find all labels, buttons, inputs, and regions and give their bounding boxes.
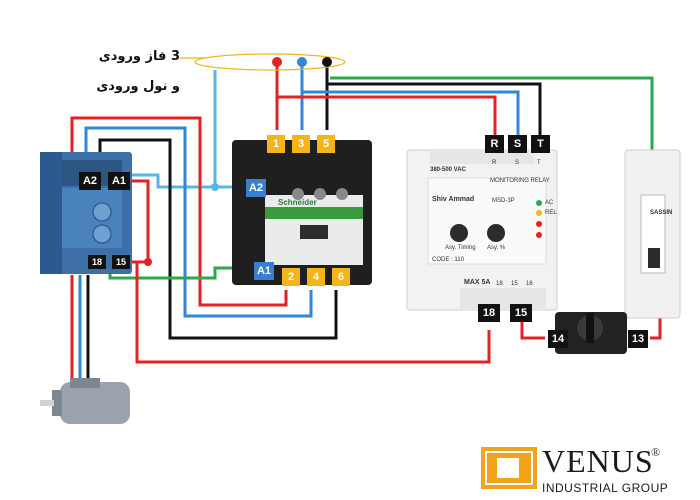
contactor-terminal-4: 4	[307, 268, 325, 286]
monitor-output-18: 18	[478, 304, 500, 322]
monitor-terminal-r: R	[485, 135, 504, 153]
breaker-brand: SASSIN	[650, 210, 673, 216]
caption-line-1: 3 فاز ورودی	[98, 49, 180, 64]
selector-terminal-13: 13	[628, 330, 648, 348]
timer-terminal-a1: A1	[108, 172, 130, 190]
monitor-max: MAX 5A	[464, 279, 491, 286]
monitor-contact-15: 15	[511, 281, 518, 287]
selector-terminal-14: 14	[548, 330, 568, 348]
contactor-terminal-5: 5	[317, 135, 335, 153]
input-bundle-ring	[194, 53, 346, 71]
contactor-terminal-2: 2	[282, 268, 300, 286]
monitor-knob-left-label: Asy. Timing	[445, 245, 476, 251]
contactor-terminal-3: 3	[292, 135, 310, 153]
monitor-terminal-t: T	[531, 135, 550, 153]
monitor-contact-18: 18	[496, 281, 503, 287]
monitor-voltage: 380-500 VAC	[430, 167, 466, 173]
contactor-coil-a2: A2	[246, 179, 266, 197]
monitor-led-rel: REL	[545, 210, 557, 216]
monitor-contact-16: 16	[526, 281, 533, 287]
caption-line-2: و نول ورودی	[96, 79, 180, 94]
company-name: VENUS	[542, 443, 654, 479]
monitor-knob-right-label: Asy. %	[487, 245, 506, 251]
contactor-coil-a1: A1	[254, 262, 274, 280]
contactor-terminal-1: 1	[267, 135, 285, 153]
input-caption: 3 فاز ورودی و نول ورودی	[70, 42, 180, 108]
company-mark: ®	[651, 445, 661, 459]
company-subtitle: INDUSTRIAL GROUP	[542, 481, 669, 495]
monitor-phase-s: S	[515, 160, 520, 166]
timer-terminal-15: 15	[112, 255, 130, 269]
contactor-terminal-6: 6	[332, 268, 350, 286]
monitor-model: MSD-3P	[492, 198, 515, 204]
monitor-output-15: 15	[510, 304, 532, 322]
monitor-terminal-s: S	[508, 135, 527, 153]
monitor-code: CODE : 110	[432, 257, 464, 263]
contactor-brand: Schneider	[278, 198, 317, 207]
monitor-phase-t: T	[537, 160, 541, 166]
monitor-title: MONITORING RELAY	[490, 178, 550, 184]
timer-terminal-a2: A2	[79, 172, 101, 190]
monitor-led-ac: AC	[545, 200, 554, 206]
monitor-brand: Shiv Ammad	[432, 196, 475, 203]
timer-terminal-18: 18	[88, 255, 106, 269]
monitor-phase-r: R	[492, 160, 497, 166]
